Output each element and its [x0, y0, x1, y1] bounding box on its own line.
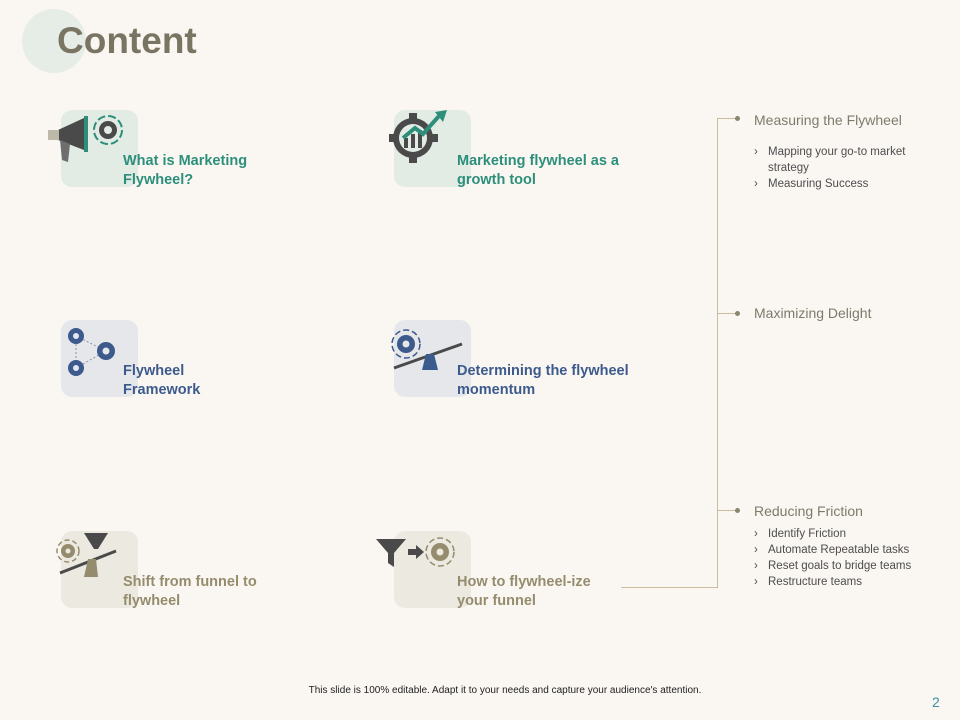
connector-horizontal [621, 587, 718, 588]
label-line: How to flywheel-ize [457, 574, 591, 590]
item-label-marketing-flywheel: What is Marketing Flywheel? [123, 152, 247, 190]
gear-network-icon [68, 328, 115, 376]
section-heading-friction: Reducing Friction [754, 503, 863, 519]
gear-seesaw-icon [391, 329, 463, 370]
item-label-flywheel-momentum: Determining the flywheel momentum [457, 362, 629, 400]
bullet-item: Identify Friction [754, 526, 944, 542]
connector-dot [735, 508, 740, 513]
card-flywheelize-funnel [394, 531, 471, 608]
title-decoration [22, 9, 86, 73]
label-line: growth tool [457, 172, 536, 188]
gear-hourglass-seesaw-icon [56, 533, 117, 577]
section-heading-measuring: Measuring the Flywheel [754, 112, 902, 128]
connector-vertical [717, 118, 718, 588]
connector-branch-measuring [717, 118, 737, 119]
bullet-item: Automate Repeatable tasks [754, 542, 944, 558]
label-line: Framework [123, 382, 201, 398]
footer-note: This slide is 100% editable. Adapt it to… [308, 685, 702, 696]
label-line: momentum [457, 382, 536, 398]
page-title: Content [57, 20, 197, 61]
connector-branch-friction [717, 510, 737, 511]
item-label-flywheelize-funnel: How to flywheel-ize your funnel [457, 573, 591, 611]
connector-branch-delight [717, 313, 737, 314]
bullet-item: Measuring Success [754, 176, 944, 192]
page-number: 2 [932, 694, 940, 710]
label-line: your funnel [457, 593, 536, 609]
item-label-shift-funnel: Shift from funnel to flywheel [123, 573, 257, 611]
label-line: Marketing flywheel as a [457, 153, 619, 169]
label-line: What is Marketing [123, 153, 248, 169]
megaphone-gear-icon [48, 115, 123, 162]
label-line: Flywheel [123, 363, 185, 379]
item-label-growth-tool: Marketing flywheel as a growth tool [457, 152, 619, 190]
connector-dot [735, 116, 740, 121]
label-line: flywheel [123, 593, 181, 609]
bullet-item: Mapping your go-to market strategy [754, 144, 944, 176]
section-bullets-measuring: Mapping your go-to market strategy Measu… [754, 144, 944, 192]
section-heading-delight: Maximizing Delight [754, 305, 872, 321]
gear-growth-chart-icon [389, 110, 447, 163]
bullet-item: Restructure teams [754, 574, 944, 590]
funnel-arrow-gear-icon [376, 537, 455, 567]
bullet-item: Reset goals to bridge teams [754, 558, 944, 574]
section-bullets-friction: Identify Friction Automate Repeatable ta… [754, 526, 944, 590]
label-line: Flywheel? [123, 172, 194, 188]
connector-dot [735, 311, 740, 316]
label-line: Determining the flywheel [457, 363, 629, 379]
item-label-flywheel-framework: Flywheel Framework [123, 362, 200, 400]
label-line: Shift from funnel to [123, 574, 257, 590]
